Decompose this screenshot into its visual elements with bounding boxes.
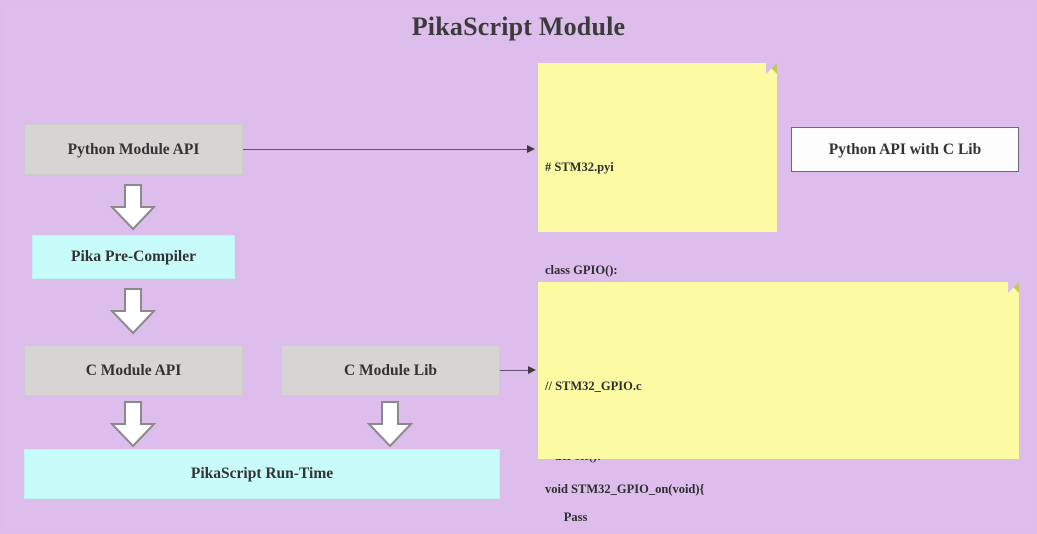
node-c-module-lib[interactable]: C Module Lib — [281, 345, 500, 396]
diagram-frame: PikaScript Module Python Module API Pika… — [3, 3, 1034, 531]
code-line: # STM32.pyi — [545, 160, 614, 175]
node-c-module-lib-label: C Module Lib — [343, 361, 437, 379]
connector-c-module-lib-to-note — [500, 370, 530, 371]
arrow-down-icon — [110, 401, 156, 448]
code-line: // STM32_GPIO.c — [545, 379, 642, 394]
node-pikascript-runtime[interactable]: PikaScript Run-Time — [24, 449, 500, 499]
node-pika-pre-compiler[interactable]: Pika Pre-Compiler — [32, 235, 235, 279]
node-c-module-api-label: C Module API — [85, 361, 182, 379]
arrow-down-icon — [110, 184, 156, 231]
node-pikascript-runtime-label: PikaScript Run-Time — [190, 465, 334, 482]
page-title: PikaScript Module — [411, 12, 626, 41]
node-python-module-api[interactable]: Python Module API — [24, 124, 243, 175]
note-python-stub[interactable]: # STM32.pyi class GPIO(): def on(): pass… — [538, 63, 777, 524]
node-python-module-api-label: Python Module API — [67, 140, 200, 158]
code-line: Pass — [545, 510, 588, 525]
arrow-down-icon — [110, 288, 156, 335]
code-line: class GPIO(): — [545, 263, 618, 278]
note-fold-mask-icon — [766, 63, 777, 74]
node-pika-pre-compiler-label: Pika Pre-Compiler — [71, 248, 196, 265]
arrow-down-icon — [367, 401, 413, 448]
connector-python-module-api-to-note — [243, 149, 529, 150]
node-python-api-with-c-lib[interactable]: Python API with C Lib — [791, 127, 1019, 172]
note-fold-mask-icon — [1008, 282, 1019, 293]
node-python-api-with-c-lib-label: Python API with C Lib — [828, 140, 982, 158]
arrowhead-right-icon — [527, 145, 535, 153]
arrowhead-right-icon — [528, 366, 536, 374]
code-line: void STM32_GPIO_on(void){ — [545, 482, 705, 497]
node-c-module-api[interactable]: C Module API — [24, 345, 243, 396]
note-c-source[interactable]: // STM32_GPIO.c void STM32_GPIO_on(void)… — [538, 282, 1019, 496]
